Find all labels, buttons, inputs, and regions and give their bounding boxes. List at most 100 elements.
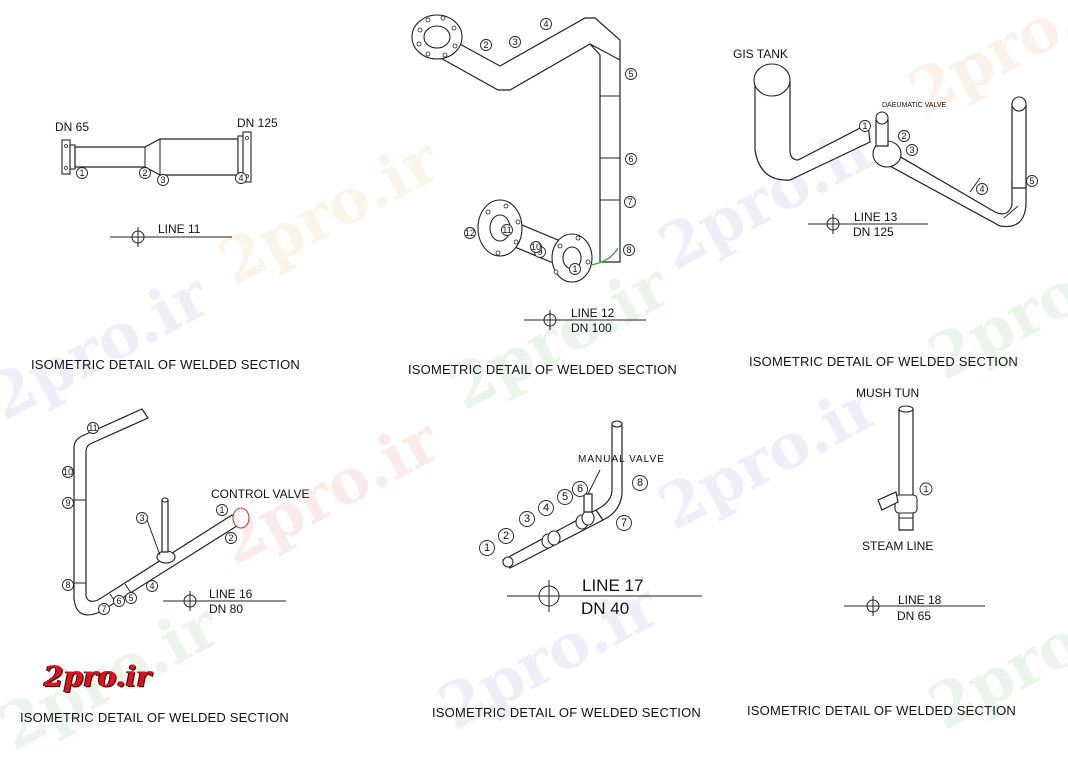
site-logo: 2pro.ir [44, 660, 152, 693]
weld-number: 4 [976, 183, 988, 195]
weld-number: 7 [624, 196, 636, 208]
weld-number: 4 [146, 580, 158, 592]
weld-number: 10 [62, 466, 74, 478]
pipe-size-label: DN 65 [897, 609, 932, 623]
equipment-label: GIS TANK [733, 47, 788, 61]
line-symbol [844, 596, 985, 616]
svg-text:1: 1 [484, 542, 490, 554]
svg-text:3: 3 [139, 513, 144, 523]
weld-number: 11 [87, 422, 99, 434]
pipe-size-label: DN 125 [237, 116, 278, 130]
weld-number: 3 [509, 36, 521, 48]
svg-text:9: 9 [537, 247, 542, 257]
svg-text:8: 8 [65, 580, 70, 590]
svg-text:5: 5 [628, 69, 633, 79]
svg-text:6: 6 [577, 483, 583, 495]
svg-text:7: 7 [627, 197, 632, 207]
detail-caption: ISOMETRIC DETAIL OF WELDED SECTION [749, 354, 1018, 369]
line-symbol [808, 214, 928, 234]
weld-number: 3 [519, 511, 535, 527]
svg-text:4: 4 [149, 581, 154, 591]
detail-line-16-drawing: 1 2 3 4 5 6 7 8 9 10 11 [62, 408, 286, 616]
weld-number: 5 [125, 592, 137, 604]
weld-number: 1 [479, 540, 495, 556]
line-number: LINE 16 [209, 587, 253, 601]
line-symbol [163, 591, 286, 611]
pipe-size-label: DN 80 [209, 602, 244, 616]
pipe-size-label: DN 100 [571, 321, 612, 335]
weld-number: 7 [98, 603, 110, 615]
weld-number: 2 [139, 167, 151, 179]
svg-text:1: 1 [79, 168, 84, 178]
weld-number: 11 [501, 224, 513, 236]
detail-line-18-drawing: 1 [844, 405, 985, 616]
svg-text:3: 3 [524, 513, 530, 525]
weld-number: 3 [157, 174, 169, 186]
detail-caption: ISOMETRIC DETAIL OF WELDED SECTION [31, 357, 300, 372]
svg-text:7: 7 [621, 517, 627, 529]
line-number: LINE 12 [571, 306, 615, 320]
equipment-label: MUSH TUN [856, 386, 920, 400]
pipe-size-label: DN 125 [853, 225, 894, 239]
weld-number: 6 [625, 153, 637, 165]
line-symbol [507, 580, 702, 612]
weld-number: 1 [76, 167, 88, 179]
svg-text:2: 2 [228, 533, 233, 543]
weld-number: 1 [216, 504, 228, 516]
detail-line-12-drawing: 1 2 3 4 5 6 7 8 9 10 11 12 [411, 14, 646, 330]
weld-number: 3 [136, 512, 148, 524]
weld-number: 2 [225, 532, 237, 544]
valve-label: DAEUMATIC VALVE [882, 102, 947, 109]
weld-number: 1 [919, 482, 933, 496]
weld-number: 1 [569, 263, 581, 275]
weld-number: 4 [540, 18, 552, 30]
detail-line-11-drawing: 1 2 3 4 [61, 131, 252, 247]
detail-caption: ISOMETRIC DETAIL OF WELDED SECTION [432, 705, 701, 720]
svg-text:5: 5 [562, 491, 568, 503]
line-number: LINE 18 [898, 593, 942, 607]
weld-number: 8 [623, 244, 635, 256]
svg-text:2: 2 [142, 168, 147, 178]
svg-text:8: 8 [637, 477, 643, 489]
weld-number: 6 [113, 595, 125, 607]
svg-text:7: 7 [101, 604, 106, 614]
svg-text:1: 1 [572, 264, 577, 274]
weld-number: 4 [538, 500, 554, 516]
weld-number: 6 [572, 481, 588, 497]
svg-text:1: 1 [923, 484, 928, 494]
svg-text:6: 6 [628, 154, 633, 164]
svg-text:3: 3 [512, 37, 517, 47]
detail-caption: ISOMETRIC DETAIL OF WELDED SECTION [747, 703, 1016, 718]
weld-number: 7 [616, 515, 632, 531]
line-number: LINE 17 [582, 576, 644, 595]
svg-text:11: 11 [88, 423, 97, 433]
svg-text:11: 11 [502, 225, 511, 235]
svg-text:10: 10 [63, 467, 73, 477]
detail-caption: ISOMETRIC DETAIL OF WELDED SECTION [20, 710, 289, 725]
isometric-drawings: 1 2 3 4 [61, 14, 1038, 616]
svg-text:1: 1 [862, 121, 867, 131]
detail-line-13-drawing: 1 2 3 4 5 [753, 63, 1038, 234]
line-number: LINE 11 [158, 222, 201, 236]
weld-number: 5 [625, 68, 637, 80]
svg-text:3: 3 [909, 145, 914, 155]
line-number: LINE 13 [854, 210, 898, 224]
pipe-size-label: DN 40 [581, 599, 630, 618]
line-symbol [524, 310, 646, 330]
svg-text:8: 8 [626, 245, 631, 255]
weld-number: 8 [632, 475, 648, 491]
svg-text:5: 5 [128, 593, 133, 603]
weld-number: 12 [464, 227, 476, 239]
svg-text:1: 1 [219, 505, 224, 515]
svg-text:4: 4 [238, 173, 243, 183]
svg-text:12: 12 [465, 228, 475, 238]
detail-caption: ISOMETRIC DETAIL OF WELDED SECTION [408, 362, 677, 377]
valve-label: MANUAL VALVE [578, 454, 665, 465]
weld-number: 4 [235, 172, 247, 184]
svg-text:10: 10 [531, 242, 541, 252]
weld-number: 2 [480, 39, 492, 51]
svg-text:4: 4 [979, 184, 984, 194]
svg-text:3: 3 [160, 175, 165, 185]
weld-number: 1 [859, 120, 871, 132]
weld-number: 2 [898, 130, 910, 142]
